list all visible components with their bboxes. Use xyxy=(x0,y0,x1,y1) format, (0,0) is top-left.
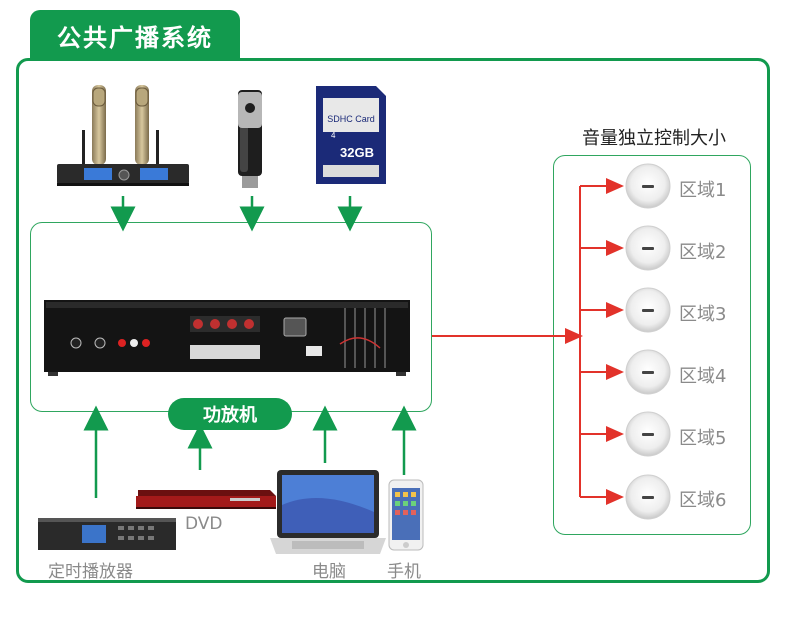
sd-card-capacity: 32GB xyxy=(340,145,374,160)
zone-group-title: 音量独立控制大小 xyxy=(582,128,726,149)
zone-label-6: 区域6 xyxy=(679,490,727,511)
sd-card-class: 4 xyxy=(331,131,336,140)
amplifier-label: 功放机 xyxy=(168,398,292,430)
zone-label-1: 区域1 xyxy=(679,180,727,201)
smartphone-icon xyxy=(388,479,424,551)
zone-label-2: 区域2 xyxy=(679,242,727,263)
speaker-icon xyxy=(625,411,671,457)
sd-card-brand: SDHC Card xyxy=(327,114,375,124)
phone-label: 手机 xyxy=(387,562,421,582)
dvd-player-icon xyxy=(136,490,276,509)
input-arrows-bottom xyxy=(83,405,417,498)
zone-output-lines xyxy=(432,178,624,505)
computer-label: 电脑 xyxy=(312,562,346,582)
zone-label-3: 区域3 xyxy=(679,304,727,325)
speaker-icon xyxy=(625,225,671,271)
page-title: 公共广播系统 xyxy=(30,10,240,60)
zone-label-5: 区域5 xyxy=(679,428,727,449)
wireless-microphone-icon xyxy=(57,85,189,186)
sd-card-icon: SDHC Card 32GB 4 xyxy=(316,86,386,184)
speaker-icon xyxy=(625,163,671,209)
dvd-label: DVD xyxy=(185,514,223,534)
zone-label-4: 区域4 xyxy=(679,366,727,387)
usb-drive-icon xyxy=(238,90,262,188)
system-frame xyxy=(16,58,770,583)
zone-group xyxy=(553,155,751,535)
laptop-icon xyxy=(270,470,386,554)
speaker-icon xyxy=(625,349,671,395)
timer-player-icon xyxy=(38,518,176,550)
timer-player-label: 定时播放器 xyxy=(48,562,133,582)
speaker-icon xyxy=(625,287,671,333)
amplifier-icon xyxy=(44,300,410,376)
input-arrows-top xyxy=(110,196,363,232)
speaker-icon xyxy=(625,474,671,520)
